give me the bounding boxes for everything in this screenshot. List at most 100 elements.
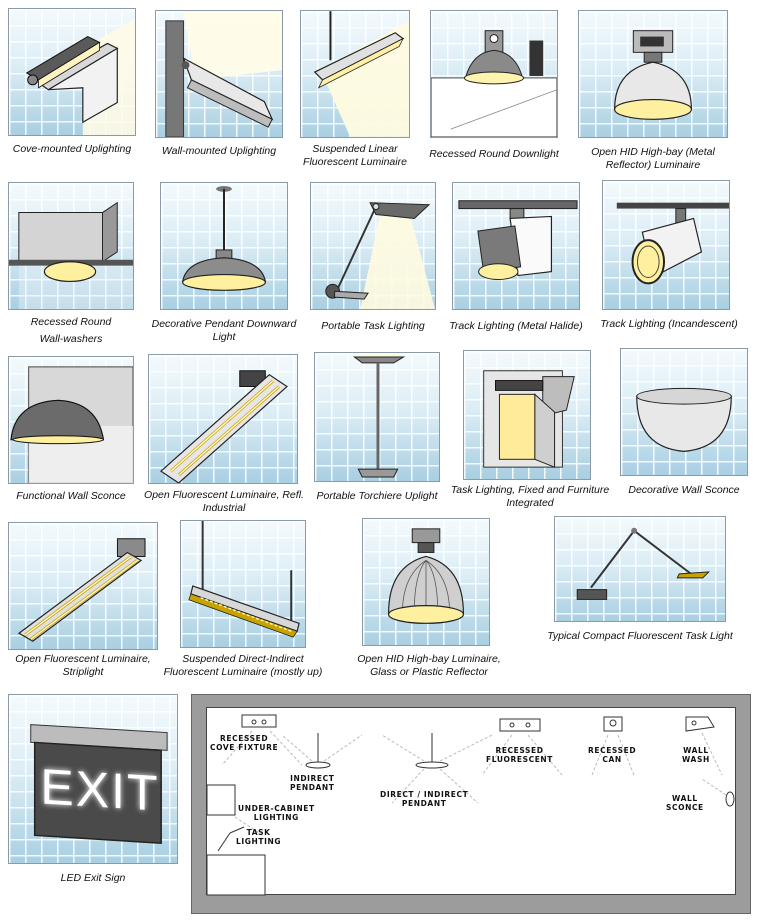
caption-line: Fluorescent Luminaire (mostly up) [163,666,323,678]
tile-suspended-direct-indirect [180,520,306,648]
task-furniture-illustration [483,370,575,468]
caption-portable-task-lighting: Portable Task Lighting [321,320,425,332]
caption-open-fluorescent-industrial: Open Fluorescent Luminaire, Refl. Indust… [138,489,310,515]
caption-line: Decorative Pendant Downward [151,318,297,330]
caption-line: Open HID High-bay (Metal [591,146,715,158]
caption-line: Task Lighting, Fixed and Furniture [450,484,610,496]
caption-line: Reflector) Luminaire [605,159,701,171]
cove-uplight-illustration [25,18,135,135]
tile-wall-mounted-uplighting [155,10,283,138]
caption-line: Striplight [62,666,104,678]
label-line: TASK [246,828,271,837]
striplight-illustration [17,538,146,642]
caption-suspended-direct-indirect: Suspended Direct-Indirect Fluorescent Lu… [160,653,326,679]
compact-task-light-illustration [576,527,710,600]
tile-decorative-wall-sconce [620,348,748,476]
label-line: RECESSED [220,734,269,743]
label-line: LIGHTING [236,836,282,846]
caption-line: Open HID High-bay Luminaire, [357,653,501,665]
tile-recessed-round-downlight [430,10,558,138]
caption-task-lighting-furniture: Task Lighting, Fixed and Furniture Integ… [440,484,620,510]
caption-wall-mounted-uplighting: Wall-mounted Uplighting [161,145,277,157]
label-line: RECESSED [588,746,637,755]
label-task-lighting: TASK LIGHTING [236,828,282,846]
label-line: LIGHTING [253,812,299,822]
label-line: CAN [602,754,622,764]
tile-open-hid-metal-reflector [578,10,728,138]
hid-metal-reflector-illustration [614,30,692,120]
caption-open-fluorescent-striplight: Open Fluorescent Luminaire, Striplight [0,653,166,679]
label-wall-wash: WALL WASH [682,746,710,764]
caption-portable-torchiere-uplight: Portable Torchiere Uplight [316,490,438,502]
caption-led-exit-sign: LED Exit Sign [60,872,126,884]
room-section-diagram: RECESSED COVE FIXTURE INDIRECT PENDANT D… [191,694,751,914]
caption-open-hid-glass-reflector: Open HID High-bay Luminaire, Glass or Pl… [344,653,514,679]
tile-track-lighting-incandescent [602,180,730,310]
label-under-cabinet-lighting: UNDER-CABINET LIGHTING [238,804,315,822]
tile-functional-wall-sconce [8,356,134,484]
label-line: UNDER-CABINET [238,804,315,813]
caption-line: Suspended Direct-Indirect [182,653,304,665]
wall-uplight-illustration [165,11,282,137]
caption-line: Industrial [202,502,246,514]
tile-compact-fluorescent-task-light [554,516,726,622]
caption-suspended-linear-fluorescent: Suspended Linear Fluorescent Luminaire [290,143,420,169]
label-wall-sconce: WALL SCONCE [666,794,704,812]
exit-sign-text: EXIT [40,758,160,822]
caption-recessed-round-wall-washers: Recessed Round Wall-washers [0,314,142,348]
label-line: SCONCE [666,802,704,812]
caption-line: Integrated [506,497,554,509]
label-line: INDIRECT [290,774,335,783]
label-recessed-can: RECESSED CAN [588,746,637,764]
tile-task-lighting-furniture [463,350,591,480]
tile-cove-mounted-uplighting [8,8,136,136]
label-line: DIRECT / INDIRECT [380,790,469,799]
hid-glass-reflector-illustration [388,528,464,624]
wall-washer-illustration [9,201,133,309]
caption-decorative-pendant-downward: Decorative Pendant Downward Light [144,318,304,344]
label-line: COVE FIXTURE [210,742,279,752]
caption-line: Glass or Plastic Reflector [370,666,488,678]
label-recessed-fluorescent: RECESSED FLUORESCENT [486,746,553,764]
portable-task-illustration [325,202,435,309]
caption-functional-wall-sconce: Functional Wall Sconce [16,490,126,502]
tile-open-hid-glass-reflector [362,518,490,646]
caption-line: Suspended Linear [312,143,398,155]
tile-suspended-linear-fluorescent [300,10,410,138]
label-line: WALL [672,794,698,803]
open-fluorescent-industrial-illustration [160,370,288,483]
tile-recessed-round-wall-washers [8,182,134,310]
tile-led-exit-sign: EXIT [8,694,178,864]
track-incandescent-illustration [616,202,729,285]
caption-recessed-round-downlight: Recessed Round Downlight [429,148,559,160]
label-direct-indirect-pendant: DIRECT / INDIRECT PENDANT [380,790,469,808]
decorative-sconce-illustration [636,387,732,452]
tile-track-lighting-metal-halide [452,182,580,310]
functional-sconce-illustration [10,366,133,483]
caption-line: Recessed Round [30,316,112,328]
label-indirect-pendant: INDIRECT PENDANT [290,774,335,792]
label-recessed-cove-fixture: RECESSED COVE FIXTURE [210,734,279,752]
caption-cove-mounted-uplighting: Cove-mounted Uplighting [12,143,132,155]
tile-decorative-pendant-downward [160,182,288,310]
caption-decorative-wall-sconce: Decorative Wall Sconce [628,484,740,496]
room-fixture-diagram [206,714,735,896]
caption-line: Open Fluorescent Luminaire, [15,653,151,665]
tile-open-fluorescent-industrial [148,354,298,484]
direct-indirect-illustration [188,521,300,638]
label-line: PENDANT [290,782,335,792]
label-line: RECESSED [495,746,544,755]
tile-open-fluorescent-striplight [8,522,158,650]
caption-open-hid-metal-reflector: Open HID High-bay (Metal Reflector) Lumi… [578,146,728,172]
caption-line: Light [212,331,236,343]
room-section [206,707,736,895]
track-halide-illustration [458,200,578,280]
torchiere-illustration [352,353,406,478]
exit-sign-illustration [30,724,168,845]
tile-portable-torchiere-uplight [314,352,440,482]
label-line: WALL [683,746,709,755]
caption-track-lighting-metal-halide: Track Lighting (Metal Halide) [449,320,583,332]
suspended-linear-illustration [313,11,409,137]
caption-compact-fluorescent-task-light: Typical Compact Fluorescent Task Light [547,630,733,642]
tile-portable-task-lighting [310,182,436,310]
